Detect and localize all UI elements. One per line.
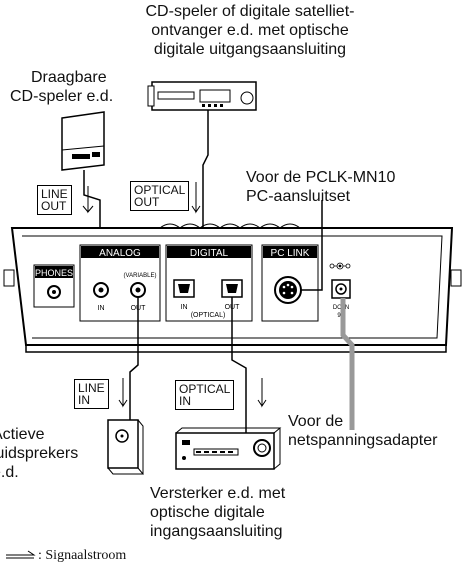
line-out-text-2: OUT	[41, 199, 67, 213]
portable-cd-line-1: Draagbare	[31, 69, 107, 86]
amplifier-line-3: ingangsaansluiting	[150, 523, 283, 540]
pclk-label: Voor de PCLK-MN10 PC-aansluitset	[246, 168, 395, 206]
flow-arrow-line-in	[118, 378, 128, 408]
line-in-text-2: IN	[78, 393, 90, 407]
analog-in-label: IN	[98, 305, 105, 312]
optical-in-box: OPTICAL IN	[175, 380, 235, 410]
analog-label: ANALOG	[99, 248, 141, 259]
signal-flow-icon	[6, 550, 36, 559]
amplifier-label: Versterker e.d. met optische digitale in…	[150, 484, 285, 541]
power-label: Voor de netspanningsadapter	[288, 412, 437, 450]
flow-arrow-optical-out	[191, 182, 201, 214]
variable-label: (VARIABLE)	[124, 273, 157, 279]
speakers-line-3: e.d.	[0, 464, 19, 481]
optical-out-box: OPTICAL OUT	[130, 181, 190, 211]
speaker-cable	[129, 297, 139, 420]
active-speaker	[107, 419, 145, 475]
top-device-line-3: digitale uitgangsaansluiting	[153, 41, 347, 58]
pc-link-cable	[300, 200, 323, 291]
speakers-label: Actieve luidsprekers e.d.	[0, 425, 79, 482]
line-out-text-1: LINE	[41, 187, 68, 201]
top-device-line-1: CD-speler of digitale satelliet-	[145, 3, 355, 20]
line-out-box: LINE OUT	[37, 185, 72, 215]
line-in-box: LINE IN	[74, 379, 109, 409]
speakers-line-1: Actieve	[0, 426, 45, 443]
power-line-2: netspanningsadapter	[288, 432, 438, 449]
optical-in-text-2: IN	[179, 394, 191, 408]
amplifier-cable	[231, 297, 247, 440]
line-in-text-1: LINE	[78, 381, 105, 395]
phones-label: PHONES	[35, 268, 73, 278]
top-device-line-2: ontvanger e.d. met optische	[151, 22, 349, 39]
amplifier-device	[175, 427, 282, 470]
digital-in-label: IN	[181, 304, 188, 311]
power-adapter-cable	[340, 298, 355, 430]
digital-label: DIGITAL	[190, 248, 229, 259]
amplifier-line-2: optische digitale	[150, 504, 265, 521]
amplifier-line-1: Versterker e.d. met	[150, 485, 286, 502]
pclk-line-1: Voor de PCLK-MN10	[246, 169, 396, 186]
pc-link-label: PC LINK	[271, 248, 310, 259]
portable-cd-device	[61, 111, 105, 171]
flow-arrow-line-out	[82, 186, 94, 214]
top-device-label: CD-speler of digitale satelliet- ontvang…	[120, 2, 380, 59]
dc-polarity-icon	[329, 262, 351, 270]
power-line-1: Voor de	[288, 413, 344, 430]
optical-label: (OPTICAL)	[191, 312, 226, 319]
speakers-line-2: luidsprekers	[0, 445, 79, 462]
pclk-line-2: PC-aansluitset	[246, 188, 351, 205]
flow-arrow-optical-in	[257, 378, 267, 408]
optical-in-text-1: OPTICAL	[179, 382, 231, 396]
optical-out-text-2: OUT	[134, 195, 160, 209]
portable-cd-line-2: CD-speler e.d.	[10, 88, 114, 105]
cd-player-device	[147, 81, 257, 111]
portable-cd-label: Draagbare CD-speler e.d.	[10, 68, 113, 106]
legend-text: : Signaalstroom	[38, 548, 127, 563]
optical-out-text-1: OPTICAL	[134, 183, 186, 197]
